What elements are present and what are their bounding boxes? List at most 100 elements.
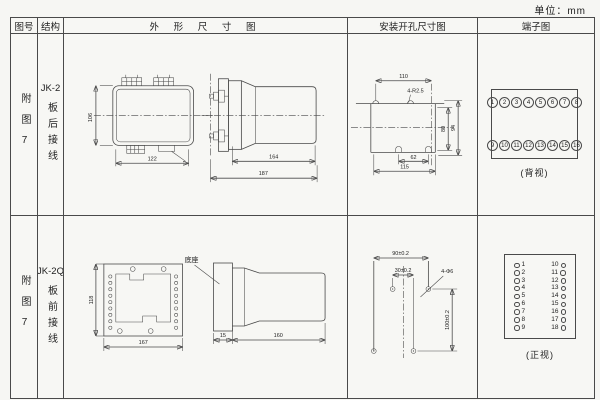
terminal-number: 3	[521, 276, 526, 284]
dim-label-jk2-width: 122	[148, 156, 157, 162]
header-cell-structure: 结构	[38, 18, 64, 34]
terminal-col-left: 1 2 3 4 5 6 7 8 9	[514, 261, 526, 332]
row2-structure-cell: JK-2Q 板前接线	[38, 216, 64, 398]
terminal-item: 9	[514, 323, 526, 332]
dim-label-jk2-mount-width-outer: 115	[400, 164, 409, 170]
dim-label-jk2-mount-width-top: 110	[399, 74, 408, 80]
row1-structure-cell: JK-2 板后接线	[38, 34, 64, 216]
terminal-dot-icon	[514, 317, 520, 323]
terminal-item: 6	[514, 301, 525, 308]
terminal-number: 13	[551, 284, 559, 292]
terminal-item: 5	[514, 293, 525, 300]
terminal-number: 10	[551, 261, 559, 268]
terminal-number: 17	[551, 315, 559, 323]
jk2-terminal-box: 1 2 3 4 5 6 7 8 9 10 11 12 13 14 15 16	[487, 89, 582, 159]
jk2q-terminal-box: 1 2 3 4 5 6 7 8 9 10 11 12 13 14 15 16 1…	[504, 254, 576, 339]
terminal-dot-icon	[560, 262, 566, 268]
dim-label-jk2-depth-body: 164	[269, 154, 278, 160]
terminal-item: 8	[514, 315, 526, 324]
terminal-circle: 11	[511, 140, 522, 151]
dim-label-jk2q-width: 167	[139, 340, 148, 346]
dim-label-jk2-mount-height-inner: 80	[441, 126, 447, 132]
row1-terminal-cell: 1 2 3 4 5 6 7 8 9 10 11 12 13 14 15 16 (…	[478, 34, 594, 216]
dim-label-jk2-depth-total: 187	[259, 171, 268, 177]
terminal-dot-icon	[514, 301, 520, 308]
terminal-row-bottom: 9 10 11 12 13 14 15 16	[487, 140, 582, 151]
terminal-dot-icon	[560, 301, 566, 308]
terminal-item: 1	[514, 261, 526, 269]
dim-label-jk2q-depth-body: 160	[274, 333, 283, 339]
row2-model-label: JK-2Q	[38, 265, 64, 277]
jk2-outline-drawing: 106 122 164 187	[88, 73, 327, 183]
header-cell-terminal: 端子图	[478, 18, 594, 34]
terminal-dot-icon	[560, 325, 566, 331]
terminal-number: 1	[521, 261, 526, 268]
row2-figure-cell: 附图7	[11, 216, 38, 398]
terminal-number: 11	[551, 268, 559, 276]
terminal-dot-icon	[514, 270, 520, 276]
terminal-dot-icon	[560, 285, 566, 292]
terminal-circle: 8	[571, 97, 582, 108]
terminal-dot-icon	[514, 262, 520, 268]
terminal-item: 10	[551, 261, 566, 269]
terminal-circle: 14	[547, 140, 558, 151]
terminal-dot-icon	[514, 325, 520, 331]
dim-label-jk2-height: 106	[88, 113, 94, 122]
row1-wiring-label: 板后接线	[45, 102, 57, 166]
terminal-dot-icon	[560, 270, 566, 276]
terminal-circle: 5	[535, 97, 546, 108]
terminal-item: 2	[514, 269, 525, 277]
row1-model-label: JK-2	[40, 83, 61, 94]
dim-label-jk2q-mount-holes: 4-Φ6	[441, 269, 453, 275]
terminal-dot-icon	[560, 293, 566, 300]
terminal-circle: 1	[487, 97, 498, 108]
jk2q-mounting-drawing: 90±0.2 30±0.2 4-Φ6 100±0.2	[371, 251, 458, 358]
dim-label-jk2-mount-holes: 4-R2.5	[407, 89, 423, 95]
terminal-item: 7	[514, 308, 525, 316]
base-plate-label: 底座	[185, 255, 199, 264]
terminal-number: 9	[521, 323, 526, 331]
dim-label-jk2q-height: 118	[89, 296, 95, 305]
terminal-circle: 12	[523, 140, 534, 151]
jk2-terminal-caption: (背视)	[520, 168, 549, 178]
terminal-item: 12	[551, 277, 566, 285]
row2-outline-cell: 118 167 底座 15 160	[64, 216, 348, 398]
terminal-item: 4	[514, 285, 525, 292]
terminal-item: 15	[551, 301, 566, 308]
terminal-circle: 10	[499, 140, 510, 151]
terminal-circle: 3	[511, 97, 522, 108]
terminal-circle: 13	[535, 140, 546, 151]
row2-terminal-cell: 1 2 3 4 5 6 7 8 9 10 11 12 13 14 15 16 1…	[478, 216, 594, 398]
row1-outline-cell: 106 122 164 187	[64, 34, 348, 216]
terminal-number: 8	[521, 315, 526, 323]
terminal-number: 16	[551, 307, 559, 315]
terminal-item: 13	[551, 285, 566, 292]
terminal-item: 3	[514, 276, 526, 285]
terminal-dot-icon	[560, 317, 566, 323]
dim-label-jk2q-mount-width-top: 90±0.2	[392, 251, 409, 257]
terminal-number: 6	[521, 300, 526, 308]
terminal-dot-icon	[514, 293, 520, 300]
terminal-item: 17	[551, 315, 566, 324]
dim-label-jk2-mount-height-outer: 94	[451, 125, 457, 131]
row2-wiring-label: 板前接线	[45, 284, 57, 349]
terminal-circle: 16	[571, 140, 582, 151]
terminal-dot-icon	[514, 278, 520, 284]
terminal-number: 15	[551, 300, 559, 308]
terminal-number: 4	[521, 284, 526, 292]
unit-label: 单位：mm	[534, 6, 586, 17]
terminal-circle: 9	[487, 140, 498, 151]
terminal-row-top: 1 2 3 4 5 6 7 8	[487, 97, 582, 108]
terminal-col-right: 10 11 12 13 14 15 16 17 18	[551, 261, 566, 332]
terminal-dot-icon	[560, 309, 566, 315]
row2-mounting-cell: 90±0.2 30±0.2 4-Φ6 100±0.2	[348, 216, 478, 398]
terminal-item: 18	[551, 324, 566, 332]
header-cell-mounting: 安装开孔尺寸图	[348, 18, 478, 34]
jk2-mounting-drawing: 110 4-R2.5 80 94 62 115	[350, 74, 463, 176]
terminal-dot-icon	[514, 309, 520, 315]
terminal-number: 14	[551, 292, 559, 300]
row2-figure-no: 附图7	[19, 275, 30, 339]
row1-figure-cell: 附图7	[11, 34, 38, 216]
terminal-circle: 4	[523, 97, 534, 108]
